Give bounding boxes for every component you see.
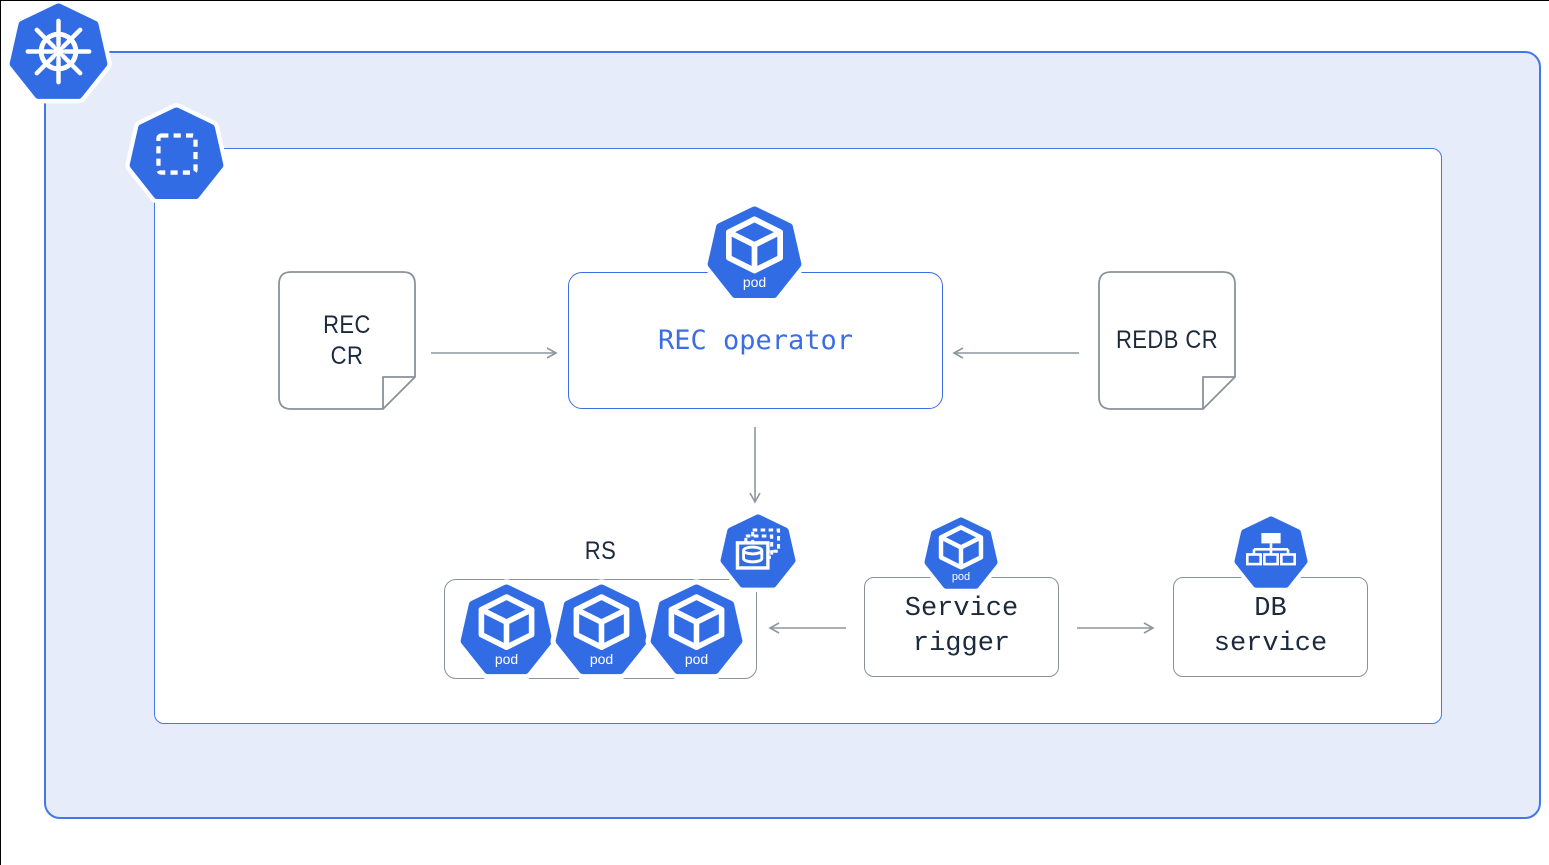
db-service-box: DB service: [1173, 577, 1368, 677]
service-rigger-line1: Service: [904, 593, 1019, 624]
rec-operator-label: REC operator: [657, 325, 854, 356]
pod-label: pod: [589, 651, 614, 667]
db-service-line1: DB: [1254, 593, 1287, 624]
rec-cr-label: REC CR: [286, 271, 407, 410]
rec-cr-line1: REC: [323, 311, 371, 339]
rs-group-box: pod pod pod: [444, 579, 757, 680]
namespace-icon: [125, 103, 228, 204]
pod-icon: pod: [550, 579, 653, 680]
redb-cr-document: REDB CR: [1098, 271, 1236, 410]
document-icon: [1098, 271, 1236, 410]
pod-label: pod: [742, 274, 767, 290]
pod-label: pod: [951, 571, 971, 583]
service-icon: [1230, 512, 1312, 592]
pod-icon: pod: [703, 202, 806, 303]
document-icon: [278, 271, 416, 410]
pod-icon: pod: [455, 579, 558, 680]
pod-label: pod: [494, 651, 519, 667]
pod-icon: pod: [645, 579, 748, 680]
service-rigger-line2: rigger: [912, 629, 1011, 659]
rec-cr-document: REC CR: [278, 271, 416, 410]
service-rigger-box: Service rigger: [864, 577, 1059, 677]
pod-label: pod: [684, 651, 709, 667]
redb-cr-label: REDB CR: [1106, 271, 1227, 410]
rec-cr-line2: CR: [330, 341, 364, 370]
kubernetes-logo-icon: [5, 1, 112, 104]
replicaset-icon: [716, 510, 800, 592]
pod-icon: pod: [920, 513, 1002, 593]
redb-cr-line1: REDB CR: [1115, 326, 1219, 355]
db-service-line2: service: [1213, 629, 1328, 659]
rs-group-label: RS: [584, 537, 617, 565]
